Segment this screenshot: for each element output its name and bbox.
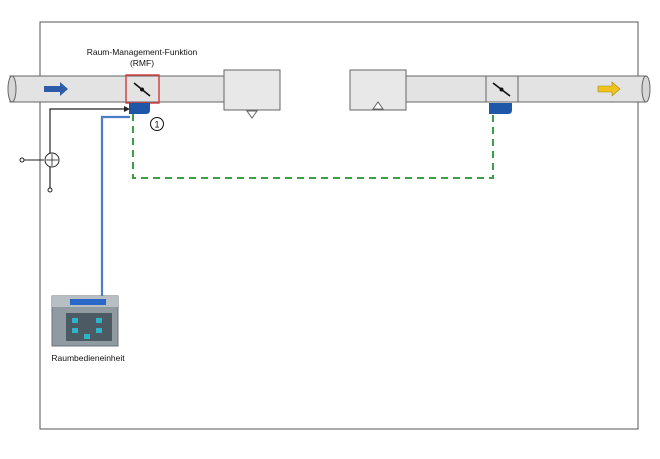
function-name-label: Raum-Management-Funktion xyxy=(87,47,198,57)
control-unit-button[interactable] xyxy=(72,328,78,333)
arrow-right-icon xyxy=(44,82,68,96)
rmf-damper[interactable] xyxy=(125,74,160,114)
control-unit-button[interactable] xyxy=(96,328,102,333)
room-control-unit[interactable] xyxy=(51,295,119,347)
control-unit-button[interactable] xyxy=(72,318,78,323)
circled-number-icon: 1 xyxy=(150,117,164,131)
room-boundary xyxy=(39,21,639,430)
exhaust-damper[interactable] xyxy=(485,76,519,114)
control-unit-label: Raumbedieneinheit xyxy=(51,353,125,363)
arrow-right-icon xyxy=(597,81,621,97)
damper-actuator xyxy=(489,103,512,114)
control-signal-line xyxy=(100,115,130,296)
supply-duct xyxy=(7,75,225,103)
marker-number: 1 xyxy=(154,120,159,130)
sensor-icon xyxy=(44,152,60,168)
sensor-connection xyxy=(19,106,130,193)
bus-connection-line xyxy=(132,114,494,179)
control-unit-button[interactable] xyxy=(96,318,102,323)
damper-actuator xyxy=(129,103,150,114)
control-unit-button[interactable] xyxy=(84,334,90,339)
supply-unit-box xyxy=(223,69,281,119)
function-abbr-label: (RMF) xyxy=(130,58,154,68)
exhaust-unit-box xyxy=(349,69,407,111)
